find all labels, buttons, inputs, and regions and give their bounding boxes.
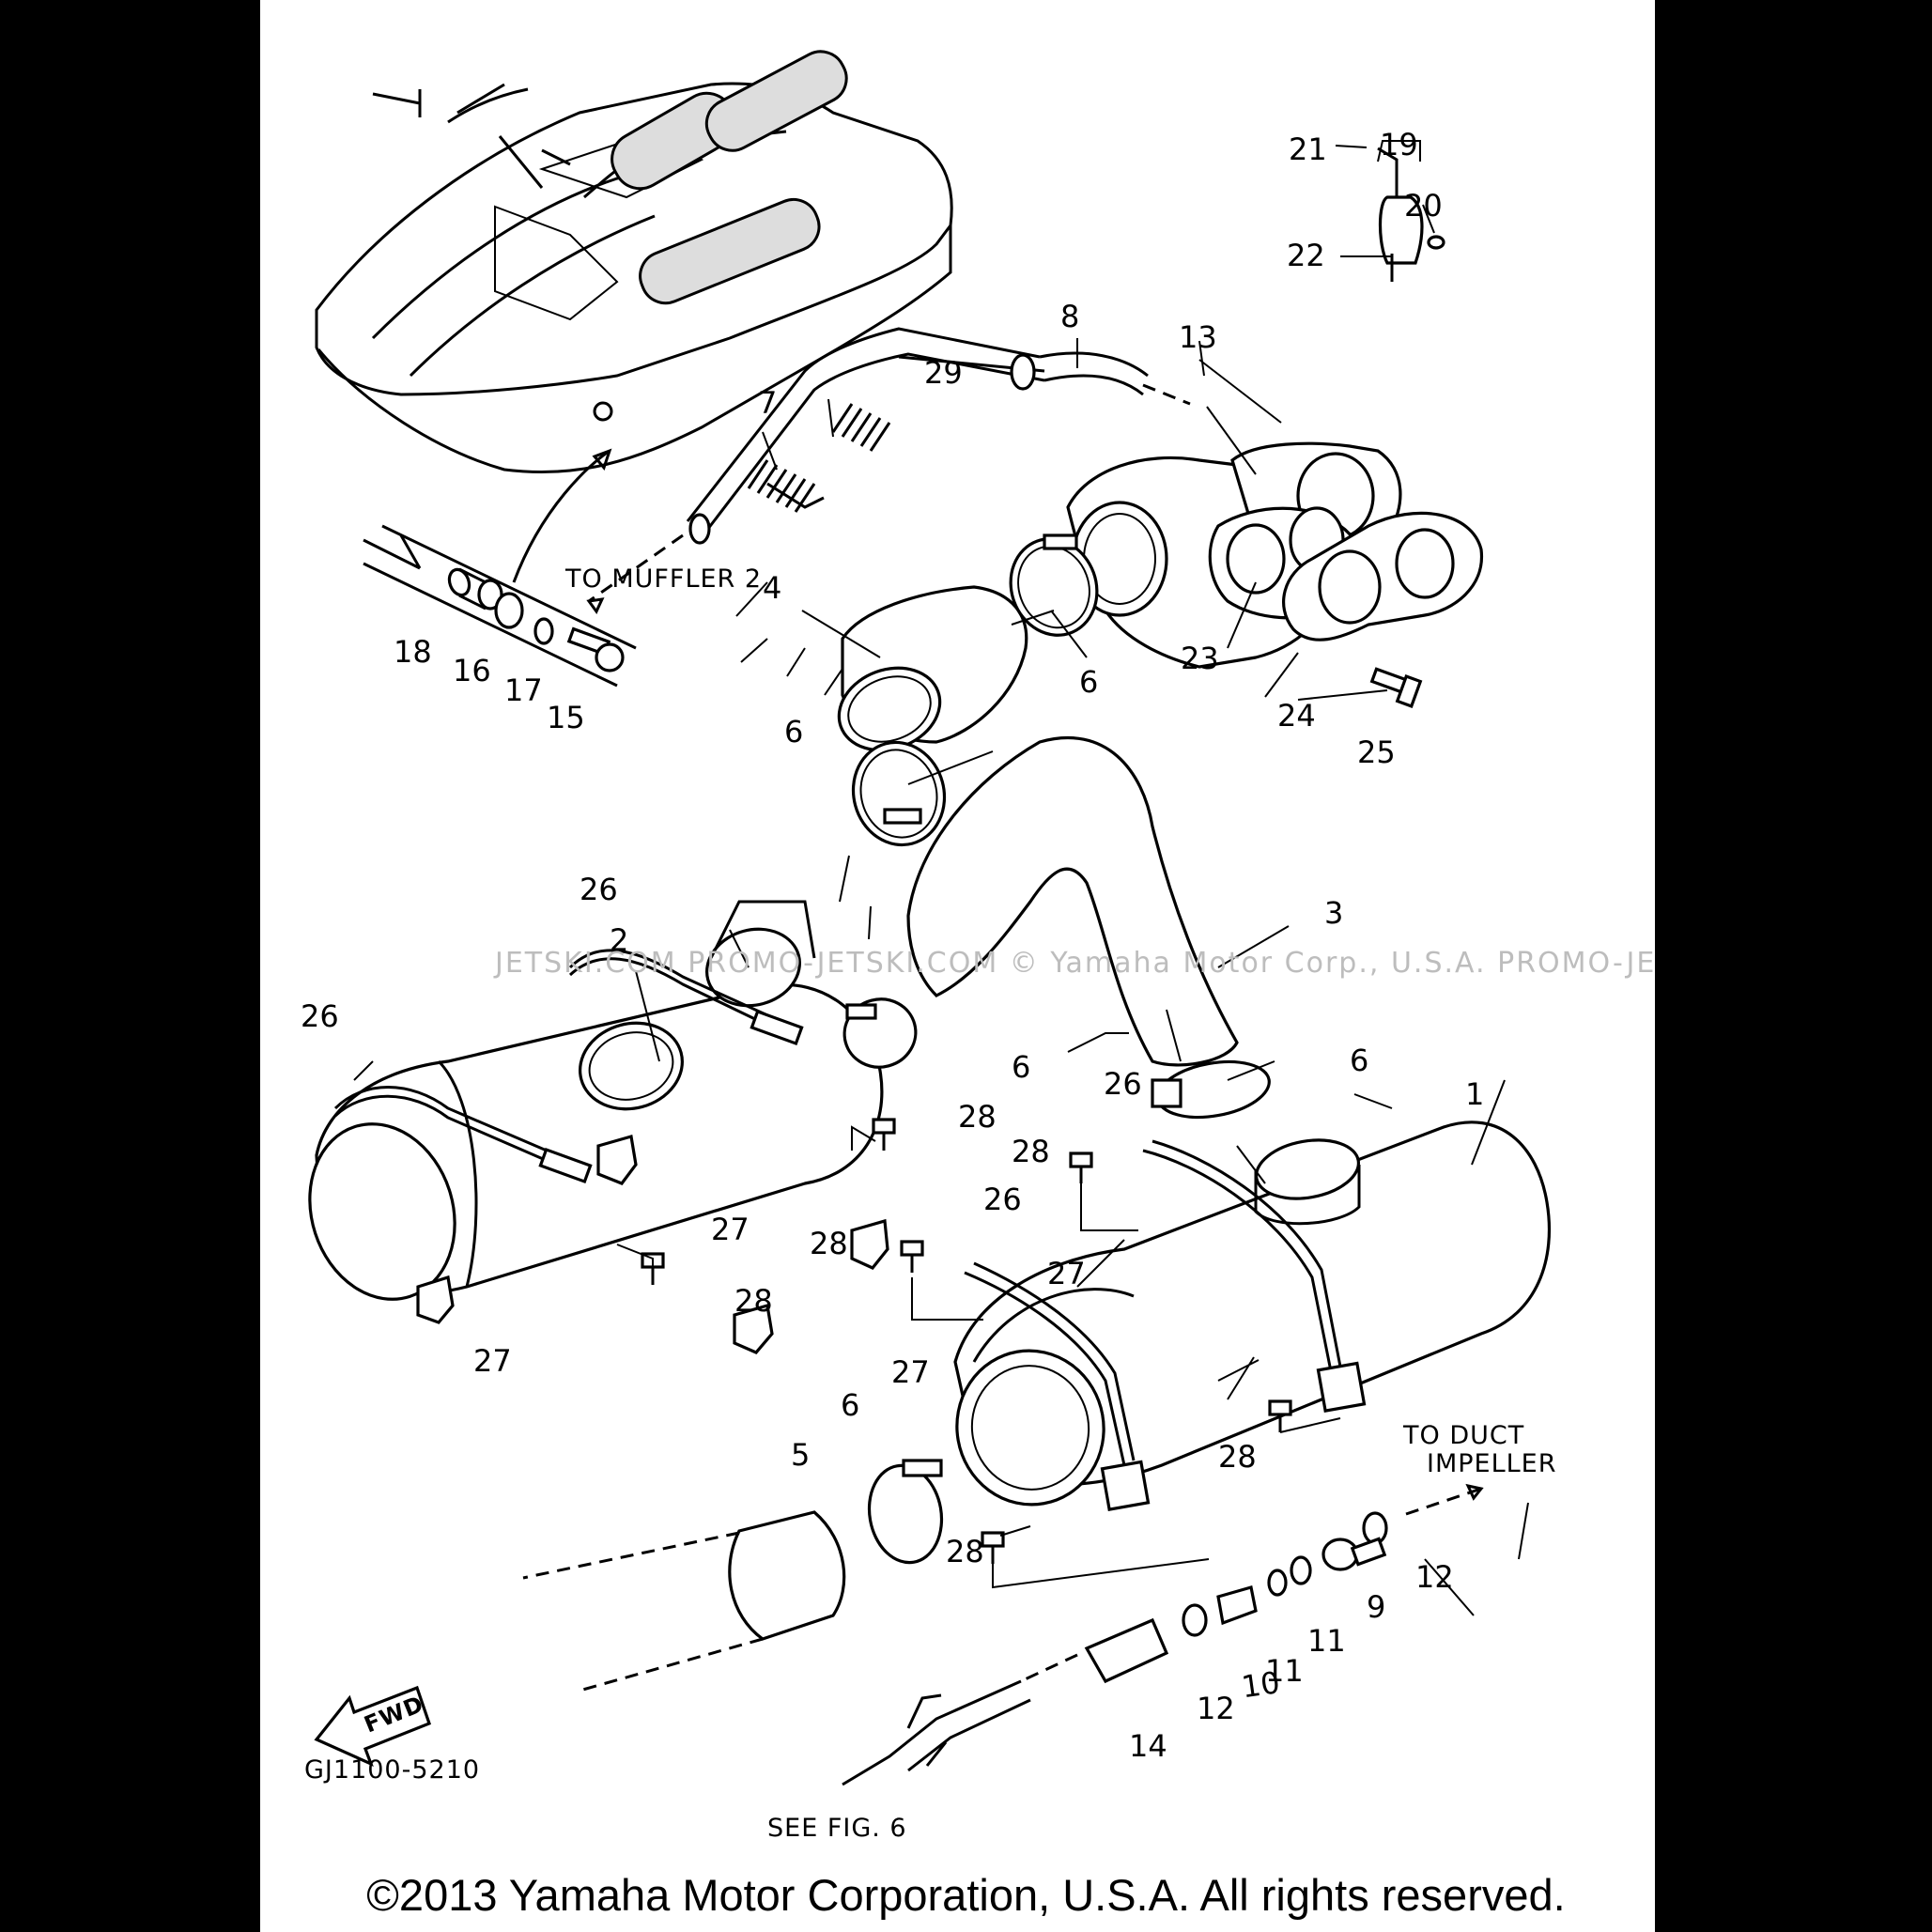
callout-3: 3 <box>1324 895 1343 931</box>
callout-26-a: 26 <box>301 998 339 1034</box>
bracket-27-a <box>596 1134 638 1185</box>
callout-9: 9 <box>1367 1589 1385 1625</box>
muffler-1 <box>953 1121 1552 1507</box>
callout-25: 25 <box>1357 734 1396 770</box>
callout-27-d: 27 <box>891 1354 930 1390</box>
callout-27-c: 27 <box>1047 1256 1086 1291</box>
hose-clamp-detail <box>1377 147 1445 282</box>
callout-17: 17 <box>504 672 543 708</box>
bracket-27-b <box>416 1275 455 1324</box>
callout-26-c: 26 <box>1104 1066 1142 1102</box>
callout-28-b: 28 <box>1012 1134 1050 1169</box>
callout-28-f: 28 <box>946 1534 984 1569</box>
hose-clamp-6-upper <box>1009 533 1099 637</box>
exhaust-hose-4 <box>837 585 1028 752</box>
hose-clamp-6-right <box>1151 1059 1271 1120</box>
callout-12-b: 12 <box>1415 1559 1454 1595</box>
hose-clamp-6-lower <box>867 1459 944 1565</box>
spring-coils <box>747 403 891 513</box>
note-to-muffler-2: TO MUFFLER 2 <box>564 564 762 594</box>
exhaust-hose-3 <box>906 735 1239 1067</box>
seat-pad-rear <box>639 50 848 305</box>
callout-13: 13 <box>1179 319 1217 355</box>
callout-24: 24 <box>1277 698 1316 734</box>
callout-20: 20 <box>1404 188 1443 224</box>
bolts-28 <box>616 1118 1341 1589</box>
water-fitting-assembly <box>842 1483 1484 1786</box>
band-26-muffler2-right <box>568 949 804 1046</box>
hose-clamp-6-lower-left <box>842 997 918 1069</box>
callout-6-b: 6 <box>784 714 803 750</box>
fwd-direction-arrow: FWD <box>314 1685 432 1768</box>
callout-11-b: 11 <box>1307 1623 1346 1659</box>
callout-1: 1 <box>1465 1076 1484 1112</box>
callout-28-c: 28 <box>810 1226 848 1261</box>
callout-6-a: 6 <box>1079 664 1098 700</box>
part-callouts: 1 2 3 4 5 6 6 6 6 6 7 8 9 10 11 11 12 12… <box>301 127 1484 1764</box>
callout-21: 21 <box>1289 131 1327 167</box>
callout-22: 22 <box>1287 238 1325 273</box>
callout-14: 14 <box>1129 1728 1167 1764</box>
callout-6-d: 6 <box>1350 1043 1368 1078</box>
callout-27-a: 27 <box>711 1212 750 1247</box>
flange-gasket-24 <box>1282 511 1484 641</box>
callout-29: 29 <box>924 355 963 391</box>
callout-26-b: 26 <box>580 872 618 907</box>
callout-28-a: 28 <box>958 1099 997 1135</box>
callout-10: 10 <box>1239 1664 1282 1705</box>
muffler-2 <box>308 900 884 1301</box>
callout-8: 8 <box>1060 299 1079 334</box>
callout-2: 2 <box>610 922 628 958</box>
callout-23: 23 <box>1181 641 1219 676</box>
exhaust-hose-5 <box>522 1510 846 1692</box>
leader-lines <box>353 140 1529 1616</box>
note-impeller: IMPELLER <box>1427 1449 1557 1478</box>
bracket-27-d <box>733 1303 774 1354</box>
bolt-25 <box>1369 667 1423 708</box>
callout-11-a: 11 <box>1265 1653 1304 1689</box>
callout-28-d: 28 <box>734 1283 773 1319</box>
callout-6-c: 6 <box>1012 1049 1030 1085</box>
band-26-muffler1-front <box>964 1261 1151 1511</box>
note-see-fig-6: SEE FIG. 6 <box>767 1814 907 1843</box>
callout-7: 7 <box>758 385 777 421</box>
callout-12-a: 12 <box>1197 1691 1235 1726</box>
hull-fitting-assembly <box>363 524 637 688</box>
callout-28-e: 28 <box>1218 1439 1257 1475</box>
callout-18: 18 <box>394 634 432 670</box>
band-26-muffler2-left <box>333 1086 593 1184</box>
drawing-code: GJ1100-5210 <box>304 1755 480 1785</box>
callout-5: 5 <box>791 1437 810 1473</box>
callout-16: 16 <box>453 653 491 688</box>
band-26-muffler1-rear <box>1142 1139 1367 1413</box>
watercraft-hull-illustration <box>315 50 953 583</box>
callout-6-e: 6 <box>841 1387 859 1423</box>
bracket-27-c <box>850 1218 889 1270</box>
watermark-text: JETSKI.COM PROMO-JETSKI.COM © Yamaha Mot… <box>493 947 1655 980</box>
hose-clamp-6-mid <box>851 740 947 847</box>
callout-4: 4 <box>763 570 781 606</box>
note-to-duct: TO DUCT <box>1402 1421 1524 1450</box>
parts-diagram-sheet: FWD 1 2 3 4 5 6 6 6 6 6 7 8 9 10 11 11 1… <box>260 0 1655 1932</box>
callout-27-b: 27 <box>473 1343 512 1379</box>
callout-15: 15 <box>547 700 585 735</box>
callout-19: 19 <box>1380 127 1418 162</box>
cooling-tube-assembly <box>586 327 1191 614</box>
exploded-view-drawing: FWD 1 2 3 4 5 6 6 6 6 6 7 8 9 10 11 11 1… <box>301 50 1655 1843</box>
callout-26-d: 26 <box>983 1182 1022 1217</box>
copyright-footer: ©2013 Yamaha Motor Corporation, U.S.A. A… <box>366 1870 1566 1920</box>
